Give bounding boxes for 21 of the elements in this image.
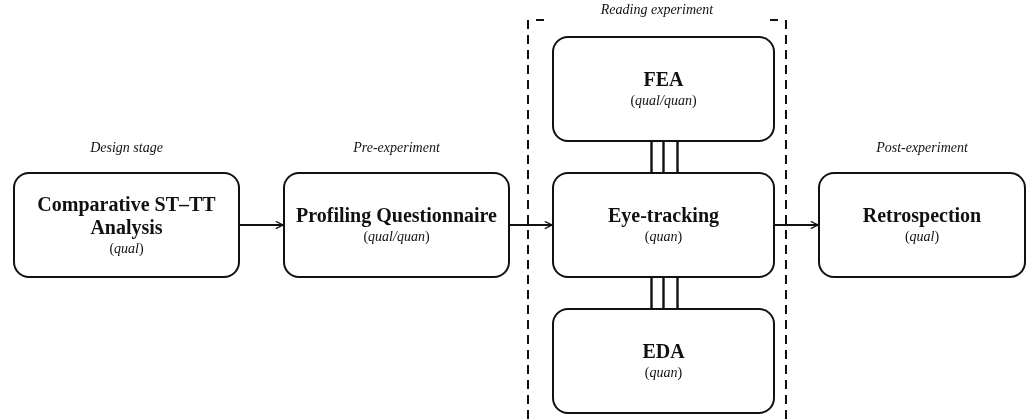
method-label: (quan) xyxy=(644,228,683,246)
box-title: Retrospection xyxy=(862,204,982,227)
box-title: EDA xyxy=(642,340,685,363)
box-title: Profiling Questionnaire xyxy=(296,204,497,227)
arrow xyxy=(509,220,553,230)
box-title: FEA xyxy=(643,68,684,91)
arrow xyxy=(239,220,284,230)
triple-line-connector xyxy=(650,140,679,174)
stage-label: Pre-experiment xyxy=(352,140,441,156)
method-label: (quan) xyxy=(644,364,683,382)
method-label: (qual/quan) xyxy=(363,228,430,246)
stage-label: Design stage xyxy=(89,140,164,156)
stage-label: Post-experiment xyxy=(875,140,969,156)
method-label: (qual/quan) xyxy=(630,92,697,110)
box-title: Eye-tracking xyxy=(607,204,720,227)
triple-line-connector xyxy=(650,276,679,310)
arrow xyxy=(774,220,819,230)
group-heading: Reading experiment xyxy=(599,2,715,18)
box-title: Comparative ST–TT Analysis xyxy=(36,192,217,239)
method-label: (qual) xyxy=(904,228,940,246)
method-label: (qual) xyxy=(109,239,144,258)
